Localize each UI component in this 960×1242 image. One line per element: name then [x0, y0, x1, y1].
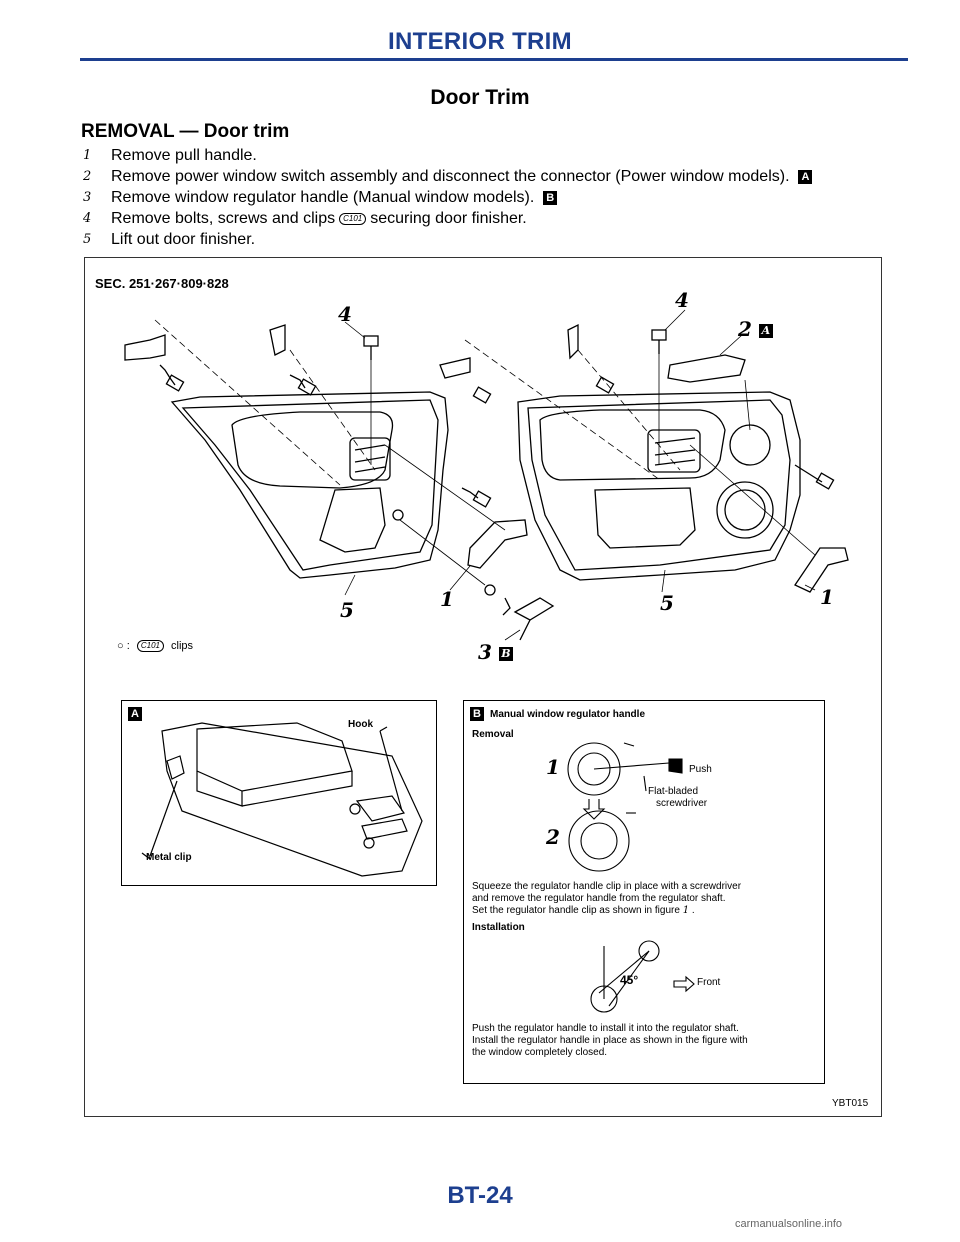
step-number: 5: [83, 232, 92, 247]
clip-symbol: ○: [117, 640, 124, 652]
detail-b-title: Manual window regulator handle: [490, 709, 646, 720]
step-3: 3 Remove window regulator handle (Manual…: [83, 188, 883, 209]
callout-2: 2 A: [738, 317, 773, 341]
callout-4-left: 4: [338, 302, 352, 326]
callout-5-left: 5: [340, 598, 354, 622]
clip-code-tag: C101: [339, 212, 367, 225]
callout-5-right: 5: [660, 591, 674, 615]
detail-a-box: A Hook Metal clip: [121, 700, 437, 886]
figure-frame: [84, 257, 882, 1117]
tool-label-line1: Flat-bladed: [648, 786, 699, 797]
metal-clip-label: Metal clip: [146, 852, 192, 863]
clip-code-tag: C101: [136, 640, 164, 653]
procedure-heading: REMOVAL — Door trim: [81, 121, 290, 142]
page-header-title: INTERIOR TRIM: [388, 28, 572, 55]
hook-label: Hook: [348, 719, 373, 730]
tool-label-line2: screwdriver: [656, 798, 708, 809]
section-title: Door Trim: [430, 86, 530, 109]
step-list: 1 Remove pull handle. 2 Remove power win…: [83, 146, 883, 251]
push-label: Push: [689, 764, 712, 775]
step-number: 2: [83, 169, 92, 184]
ref-badge-a: A: [758, 323, 773, 338]
step-text: Lift out door finisher.: [111, 231, 256, 248]
clip-legend: ○ : C101 clips: [117, 640, 194, 653]
ref-badge-b: B: [543, 190, 558, 205]
ref-badge-a: A: [798, 169, 813, 184]
callout-1-right: 1: [820, 585, 834, 609]
step-number: 3: [83, 190, 92, 205]
step-5: 5 Lift out door finisher.: [83, 230, 883, 251]
door-trim-exploded-diagram: [124, 309, 849, 641]
step-text: Remove power window switch assembly and …: [111, 167, 813, 187]
angle-label: 45°: [620, 973, 639, 987]
step-text: Remove window regulator handle (Manual w…: [111, 188, 558, 208]
regulator-handle-drawing: [567, 742, 695, 1013]
removal-instructions: Squeeze the regulator handle clip in pla…: [472, 881, 742, 916]
installation-instructions: Push the regulator handle to install it …: [472, 1023, 748, 1058]
detail-badge-b: B: [470, 707, 484, 721]
header-rule: [80, 58, 908, 61]
step-2: 2 Remove power window switch assembly an…: [83, 167, 883, 188]
switch-assembly-drawing: [141, 722, 423, 877]
removal-step-2: 2: [546, 825, 560, 849]
figure-code: YBT015: [832, 1098, 869, 1109]
removal-step-1: 1: [546, 755, 560, 779]
step-number: 4: [83, 211, 92, 226]
source-watermark: carmanualsonline.info: [735, 1218, 843, 1230]
section-reference: SEC. 251·267·809·828: [95, 276, 229, 291]
detail-badge-a: A: [128, 707, 142, 721]
step-number: 1: [83, 148, 92, 163]
step-text: Remove pull handle.: [111, 147, 257, 164]
removal-heading: Removal: [472, 729, 514, 740]
page-code: BT-24: [447, 1182, 513, 1209]
front-label: Front: [697, 977, 721, 988]
step-1: 1 Remove pull handle.: [83, 146, 883, 167]
ref-badge-b: B: [498, 646, 513, 661]
detail-b-box: B Manual window regulator handle Removal…: [463, 700, 825, 1084]
callout-1-left: 1: [440, 587, 454, 611]
callout-3: 3 B: [478, 640, 513, 664]
installation-heading: Installation: [472, 922, 525, 933]
callout-4-right: 4: [675, 288, 689, 312]
